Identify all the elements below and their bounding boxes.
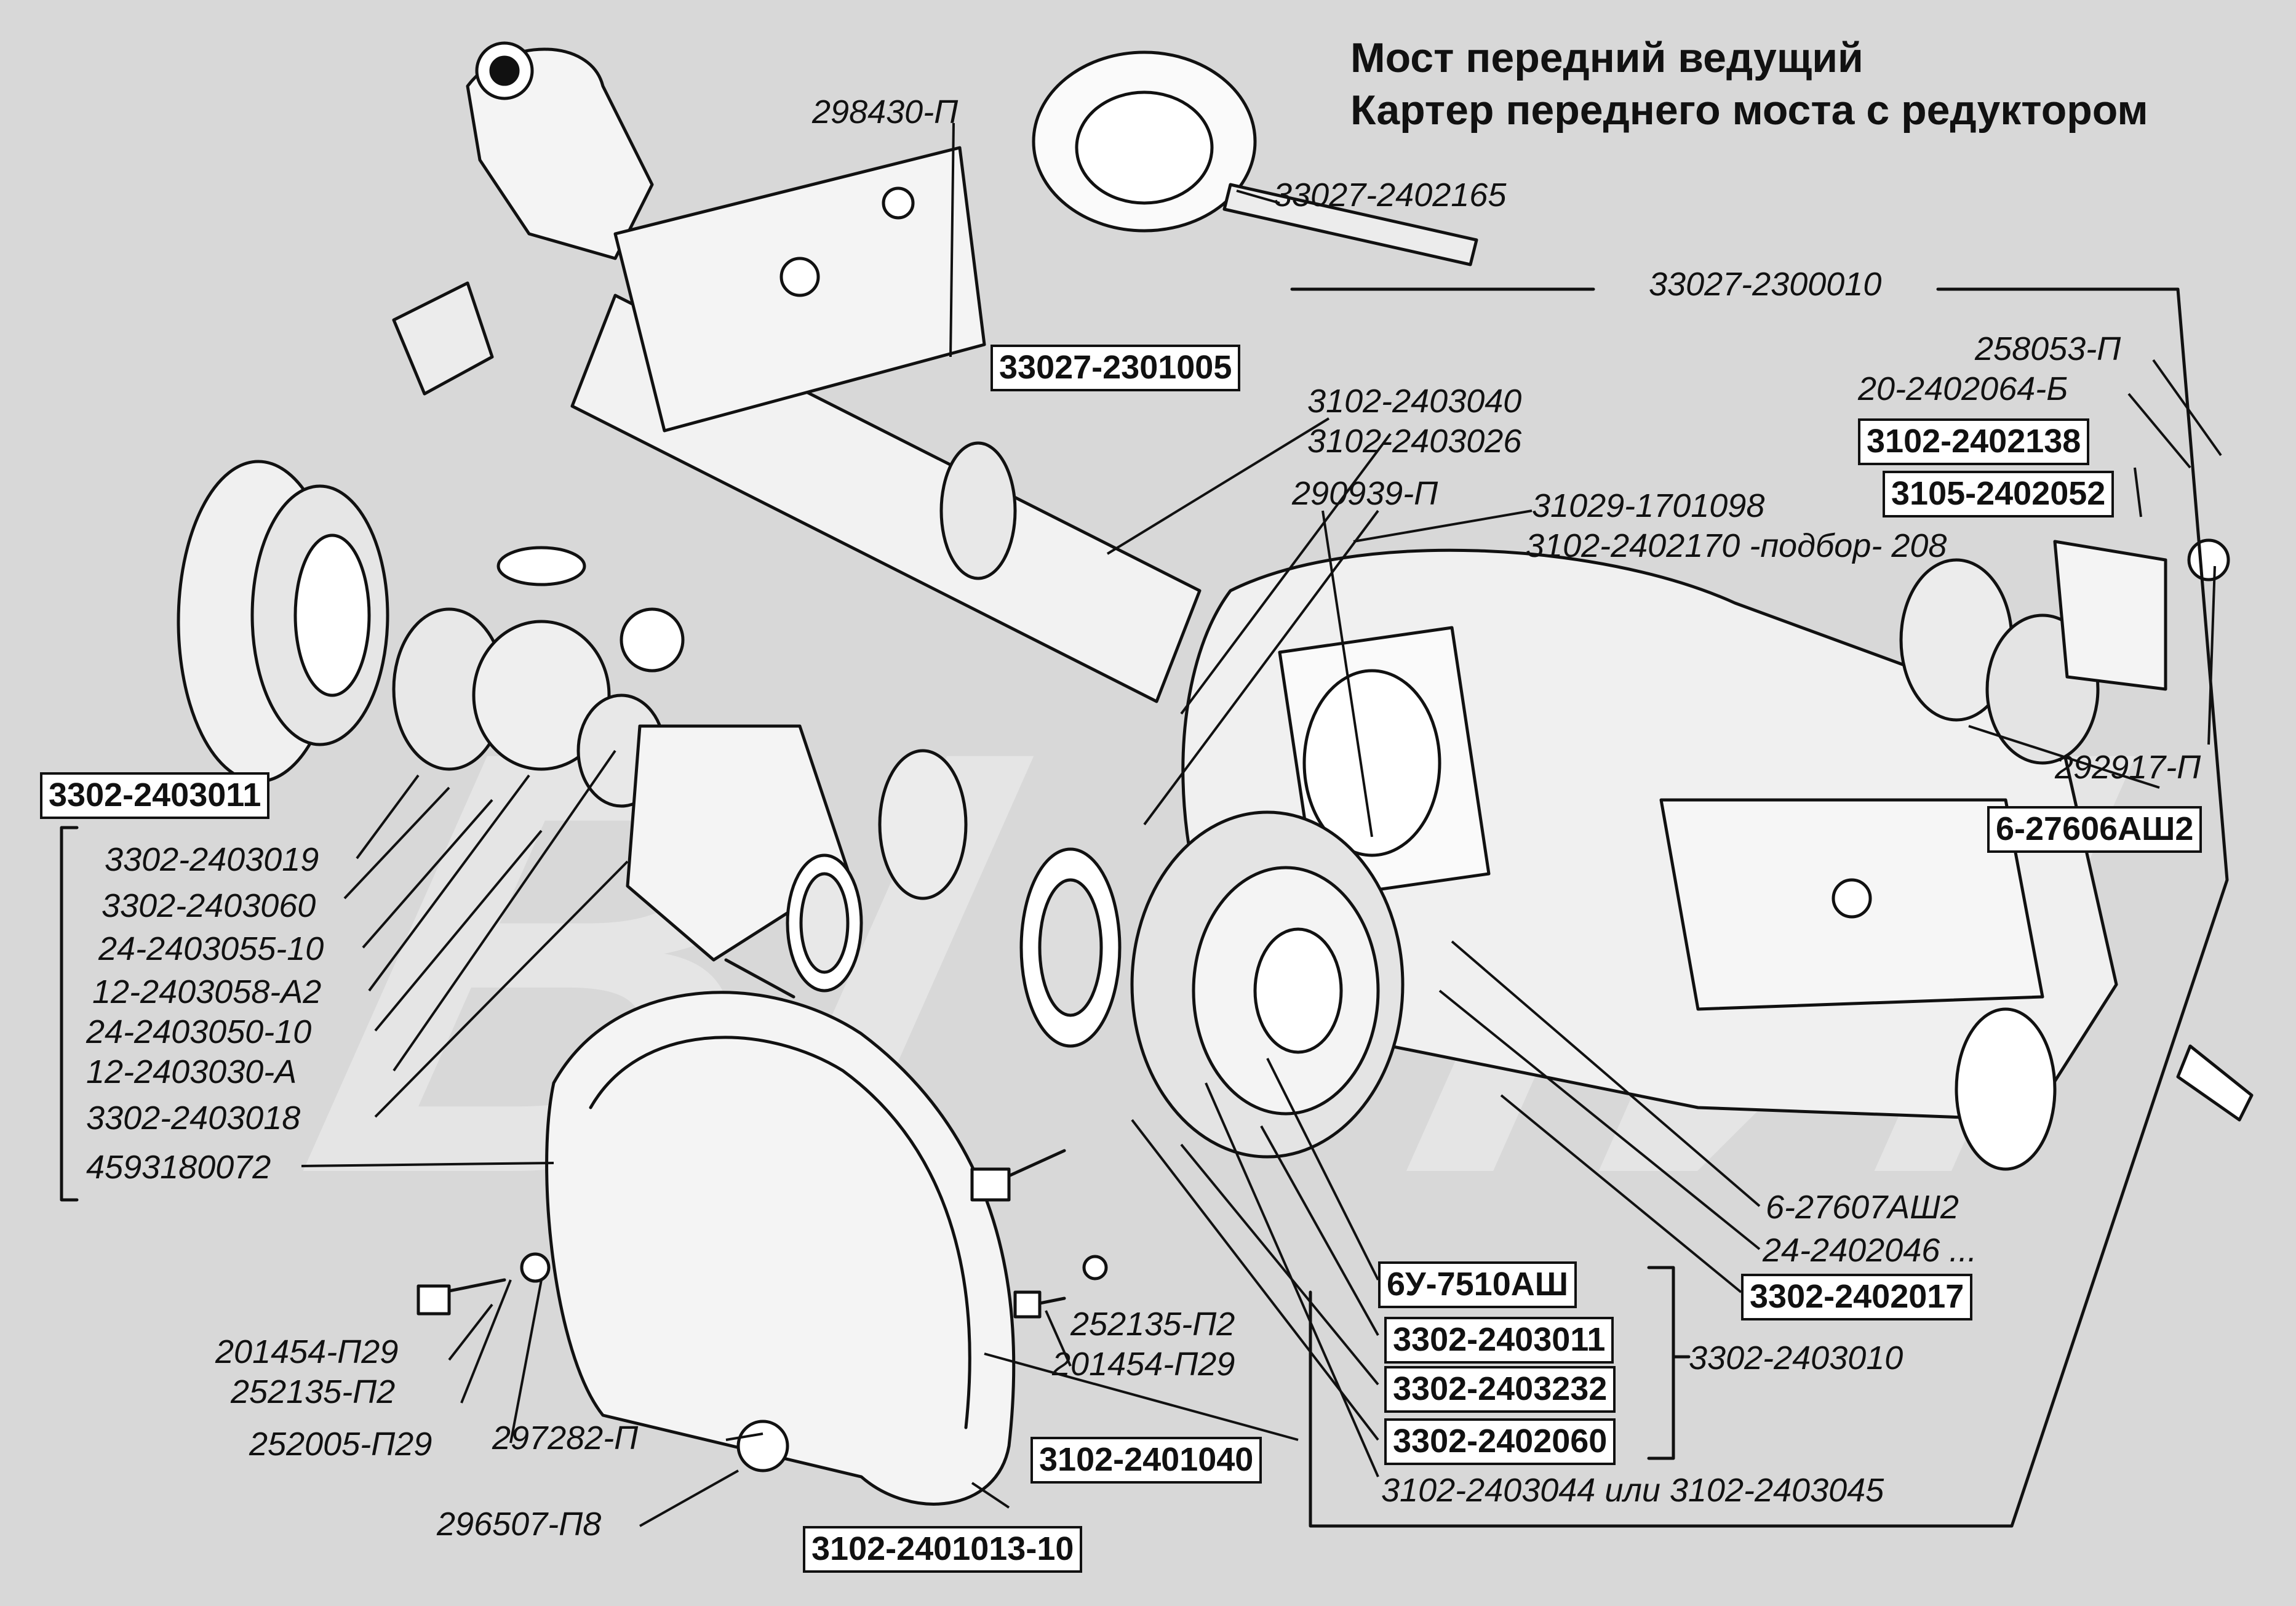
label-33027-2402165: 33027-2402165 xyxy=(1274,177,1507,214)
label-3102-2402138: 3102-2402138 xyxy=(1858,418,2090,465)
assembly-bracket-outline xyxy=(1290,287,2229,1528)
label-3302-2403011-b: 3302-2403011 xyxy=(1384,1317,1614,1364)
label-31029-1701098: 31029-1701098 xyxy=(1532,487,1765,524)
label-3302-2403018: 3302-2403018 xyxy=(86,1100,301,1137)
page-title-line2: Картер переднего моста с редуктором xyxy=(1350,87,2148,134)
label-20-2402064-b: 20-2402064-Б xyxy=(1858,370,2068,407)
bolts xyxy=(417,958,1108,1319)
label-3302-2402060: 3302-2402060 xyxy=(1384,1418,1616,1465)
label-33027-2300010: 33027-2300010 xyxy=(1649,266,1882,303)
label-201454-p29-right: 201454-П29 xyxy=(1052,1346,1235,1383)
differential-gears xyxy=(392,546,685,808)
label-3302-2403010: 3302-2403010 xyxy=(1689,1340,1903,1376)
label-3302-2403060: 3302-2403060 xyxy=(102,887,316,924)
label-6u-7510ash: 6У-7510АШ xyxy=(1378,1261,1577,1308)
label-3105-2402052: 3105-2402052 xyxy=(1883,471,2115,517)
label-3102-2401040: 3102-2401040 xyxy=(1030,1437,1262,1484)
ring-gear xyxy=(1130,810,1405,1159)
label-297282-p: 297282-П xyxy=(492,1420,639,1456)
label-24-2402046: 24-2402046 ... xyxy=(1763,1232,1977,1269)
label-3102-2403044: 3102-2403044 или 3102-2403045 xyxy=(1381,1472,1884,1509)
label-290939-p: 290939-П xyxy=(1292,475,1438,512)
label-33027-2301005: 33027-2301005 xyxy=(991,345,1241,391)
page-title-line1: Мост передний ведущий xyxy=(1350,34,1864,81)
label-252135-p2-right: 252135-П2 xyxy=(1070,1306,1235,1343)
label-3302-2403232: 3302-2403232 xyxy=(1384,1366,1616,1413)
label-298430-p: 298430-П xyxy=(812,94,959,130)
label-4593180072: 4593180072 xyxy=(86,1149,271,1186)
label-201454-p29-left: 201454-П29 xyxy=(215,1333,399,1370)
oil-seal xyxy=(1032,50,1478,266)
label-3102-2402170: 3102-2402170 -подбор- 208 xyxy=(1526,527,1947,564)
label-252135-p2-left: 252135-П2 xyxy=(231,1373,396,1410)
label-3302-2403011-a: 3302-2403011 xyxy=(40,772,270,819)
carrier-housing xyxy=(1181,548,2118,1171)
label-24-2403055-10: 24-2403055-10 xyxy=(98,930,324,967)
label-3102-2401013-10: 3102-2401013-10 xyxy=(803,1526,1083,1573)
steering-knuckle xyxy=(392,41,986,433)
leader-lines xyxy=(301,122,2222,1527)
label-3102-2403040: 3102-2403040 xyxy=(1307,383,1522,420)
label-3102-2403026: 3102-2403026 xyxy=(1307,423,1522,460)
pinion-bearing xyxy=(878,749,1122,1048)
label-3302-2403019: 3302-2403019 xyxy=(105,841,319,878)
label-296507-p8: 296507-П8 xyxy=(437,1506,602,1543)
label-292917-p: 292917-П xyxy=(2055,749,2201,786)
label-3302-2402017: 3302-2402017 xyxy=(1741,1274,1973,1320)
label-6-27606ash2: 6-27606АШ2 xyxy=(1987,806,2202,853)
hub-flange xyxy=(177,460,389,783)
label-24-2403050-10: 24-2403050-10 xyxy=(86,1013,312,1050)
differential-case xyxy=(626,724,863,993)
label-12-2403030-a: 12-2403030-А xyxy=(86,1053,297,1090)
label-6-27607ash2: 6-27607АШ2 xyxy=(1766,1189,1959,1226)
drive-flange xyxy=(1899,538,2254,1122)
label-252005-p29: 252005-П29 xyxy=(249,1426,432,1463)
axle-cover xyxy=(545,991,1016,1506)
label-258053-p: 258053-П xyxy=(1975,330,2121,367)
left-group-bracket xyxy=(60,826,79,1202)
right-group-bracket xyxy=(1647,1266,1691,1460)
label-12-2403058-a2: 12-2403058-А2 xyxy=(92,973,322,1010)
